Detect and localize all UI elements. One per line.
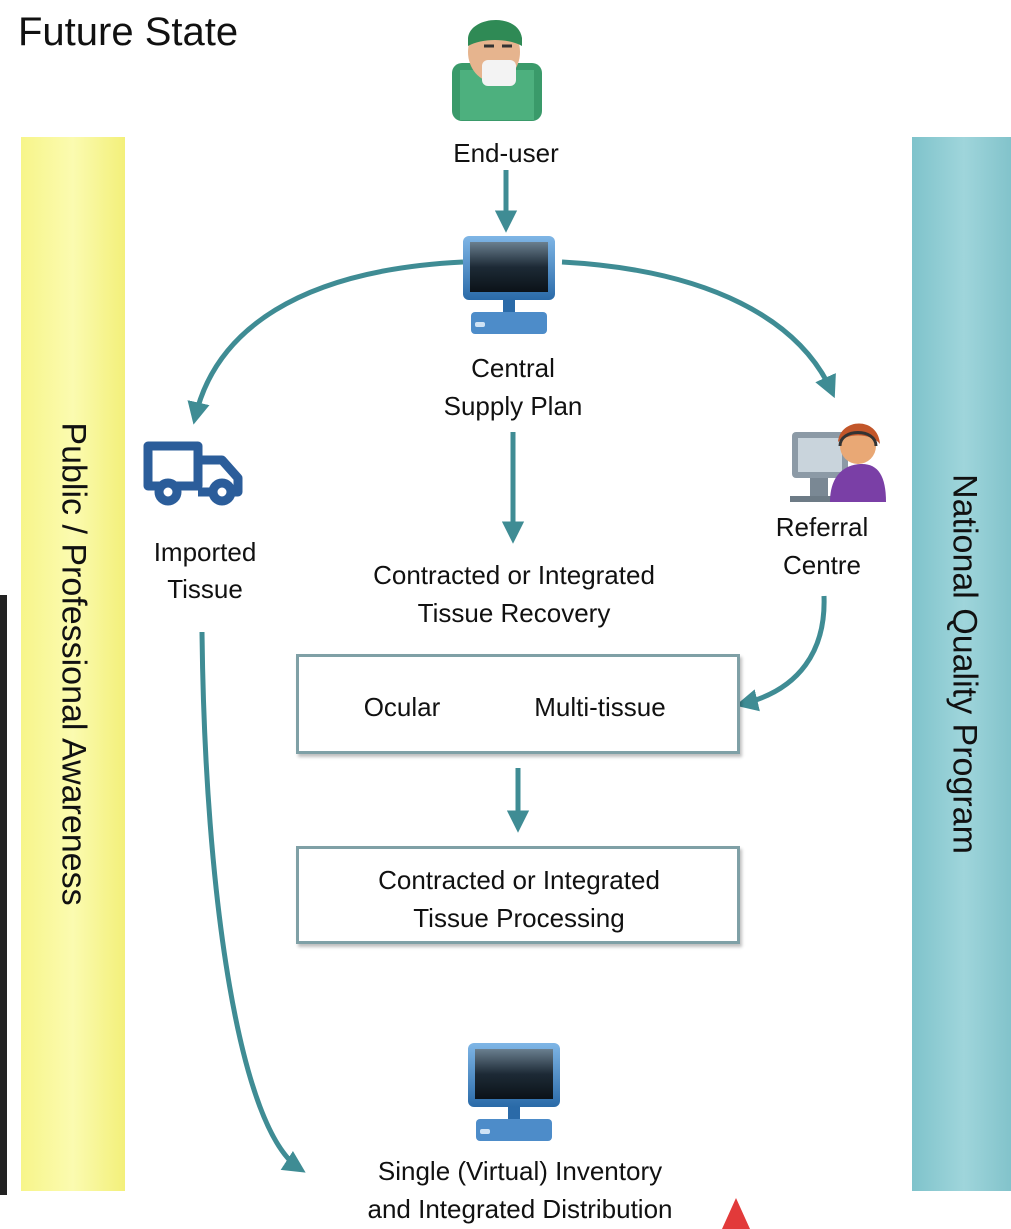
tissue-processing-label-2: Tissue Processing — [413, 903, 625, 933]
page-title: Future State — [18, 10, 239, 54]
end-user-label: End-user — [453, 138, 559, 168]
computer-monitor-icon — [468, 1043, 560, 1141]
referral-centre-label-1: Referral — [775, 512, 869, 542]
ocular-multitissue-box: Ocular Multi-tissue — [296, 654, 740, 754]
left-edge-bar — [0, 595, 7, 1195]
central-supply-label-2: Supply Plan — [443, 391, 583, 421]
arrow-referral-to-box — [735, 595, 827, 712]
delivery-truck-icon — [143, 441, 243, 506]
arrow-supply-to-imported — [187, 259, 464, 425]
computer-monitor-icon — [463, 236, 555, 334]
tissue-processing-box: Contracted or Integrated Tissue Processi… — [296, 846, 740, 944]
red-marker-icon — [722, 1198, 750, 1229]
referral-centre-label-2: Centre — [782, 550, 862, 580]
tissue-processing-label-1: Contracted or Integrated — [378, 865, 660, 895]
quality-program-banner: National Quality Program — [912, 137, 1011, 1191]
imported-tissue-label-2: Tissue — [167, 574, 243, 604]
call-centre-agent-icon — [790, 423, 886, 502]
central-supply-label-1: Central — [471, 353, 555, 383]
ocular-label: Ocular — [363, 692, 441, 722]
multi-tissue-label: Multi-tissue — [534, 692, 666, 722]
imported-tissue-label-1: Imported — [153, 537, 257, 567]
tissue-recovery-label-1: Contracted or Integrated — [373, 560, 655, 590]
arrow-supply-to-referral — [561, 259, 836, 399]
inventory-label-2: and Integrated Distribution — [367, 1194, 673, 1224]
tissue-recovery-label-2: Tissue Recovery — [417, 598, 611, 628]
public-awareness-banner: Public / Professional Awareness — [21, 137, 125, 1191]
surgeon-icon — [452, 19, 542, 121]
arrow-imported-to-inventory — [199, 631, 306, 1173]
inventory-label-1: Single (Virtual) Inventory — [377, 1156, 663, 1186]
